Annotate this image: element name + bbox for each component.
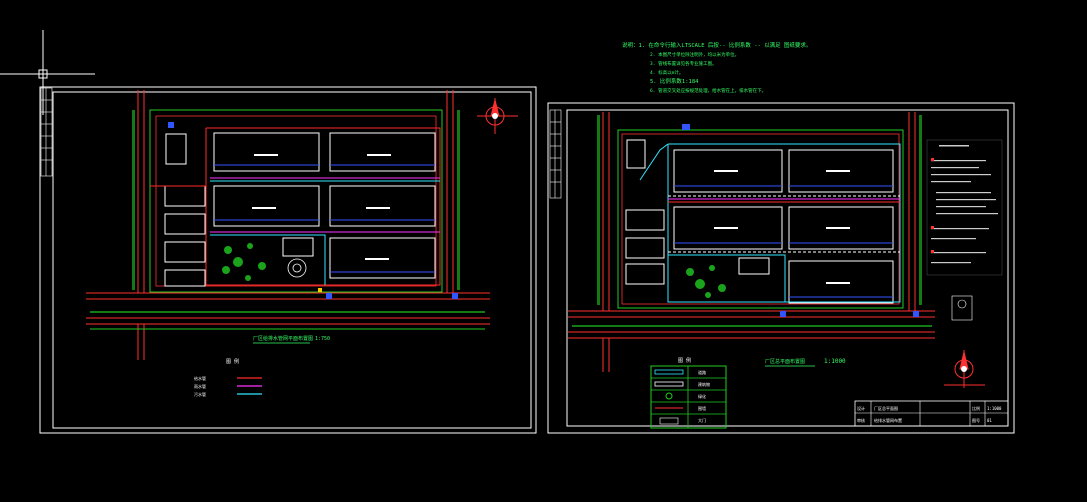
left-sheet-scale: 1:750: [315, 336, 330, 342]
legend-tree-icon: [665, 392, 673, 400]
right-sheet-inner-frame: [566, 109, 1009, 427]
titleblock-r1-c1: 设计: [857, 405, 865, 411]
titleblock-r2-c3: 图号: [972, 417, 980, 423]
right-legend-row-3-label: 绿化: [698, 393, 706, 399]
left-legend: 图 例 给水管 雨水管 污水管: [194, 358, 262, 397]
left-sheet-outer-frame: [39, 86, 537, 434]
right-title-block: 设计 厂区总平面图 比例 1:1000 审核 给排水管网布置 图号 01: [854, 400, 1009, 427]
left-legend-row-2-label: 雨水管: [194, 383, 206, 389]
right-notes-column: [926, 139, 1003, 321]
right-legend-title: 图 例: [678, 357, 691, 364]
note-line-5: 5. 比例系数1:184: [650, 77, 699, 85]
left-garden-feature-icon: [287, 258, 307, 278]
titleblock-r2-c1: 审核: [857, 417, 865, 423]
note-line-2: 2. 本图尺寸单位除注明外，均以米为单位。: [650, 51, 739, 58]
right-sheet-scale: 1:1000: [824, 358, 846, 365]
left-site-plan: [86, 90, 490, 360]
titleblock-r2-c2: 给排水管网布置: [874, 417, 902, 423]
note-line-3: 3. 管线布置详见各专业施工图。: [650, 60, 717, 67]
note-line-6: 6. 管道交叉处应按规范处理，给水管在上，排水管在下。: [650, 87, 766, 94]
left-legend-title: 图 例: [226, 358, 239, 365]
right-sheet-outer-frame: [547, 102, 1015, 434]
right-sheet: 厂区总平面布置图 1:1000 图 例 道路 建筑物 绿化 围墙 大门: [547, 102, 1015, 434]
right-sheet-title: 厂区总平面布置图: [765, 358, 805, 365]
right-site-plan: [568, 112, 935, 372]
right-legend-row-4-label: 围墙: [698, 405, 706, 411]
right-legend: 图 例 道路 建筑物 绿化 围墙 大门: [650, 357, 727, 429]
left-sheet-title: 厂区给排水管网平面布置图: [253, 335, 313, 342]
titleblock-r1-c3: 比例: [972, 405, 980, 411]
right-binding-strip: [549, 109, 562, 199]
left-legend-row-1-label: 给水管: [194, 375, 206, 381]
right-north-arrow-icon: [944, 350, 985, 388]
titleblock-r1-c4: 1:1000: [987, 406, 1002, 411]
titleblock-r1-c2: 厂区总平面图: [874, 405, 898, 411]
left-binding-strip: [40, 87, 53, 177]
drawing-notes: 说明：1. 在命令行输入LTSCALE 后按-- 比例系数 -- 以满足 图纸要…: [622, 41, 811, 94]
right-legend-row-2-label: 建筑物: [698, 381, 710, 387]
note-line-1: 说明：1. 在命令行输入LTSCALE 后按-- 比例系数 -- 以满足 图纸要…: [622, 41, 811, 49]
left-north-arrow-icon: [477, 98, 518, 134]
crosshair-cursor-icon: [0, 30, 95, 115]
right-legend-row-1-label: 道路: [698, 369, 706, 375]
titleblock-r2-c4: 01: [987, 418, 992, 423]
left-sheet-inner-frame: [52, 91, 532, 429]
note-line-4: 4. 标高以m计。: [650, 69, 683, 76]
right-legend-row-5-label: 大门: [698, 417, 706, 423]
left-legend-row-3-label: 污水管: [194, 391, 206, 397]
left-sheet: 厂区给排水管网平面布置图 1:750 图 例 给水管 雨水管 污水管: [39, 86, 537, 434]
